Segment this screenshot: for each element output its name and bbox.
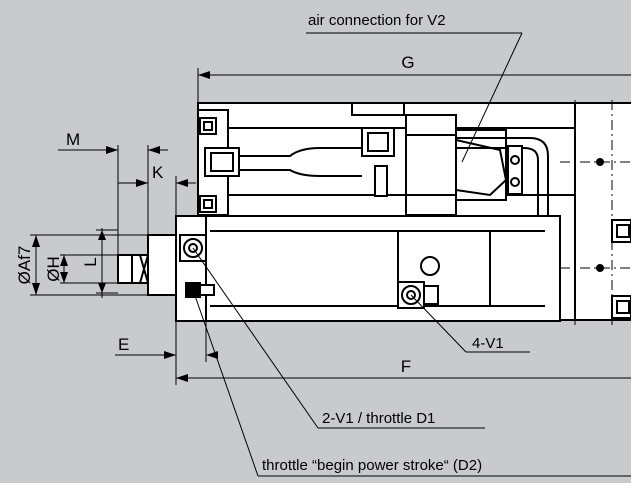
dim-label-a: ØAf7 (15, 246, 34, 285)
callout-2-v1-throttle-d1: 2-V1 / throttle D1 (322, 410, 435, 427)
dim-label-l: L (81, 257, 100, 266)
dimension-arrows (32, 71, 218, 382)
cylinder-body (175, 215, 561, 322)
housing-dots (596, 158, 604, 272)
callout-throttle-d2: throttle “begin power stroke“ (D2) (262, 457, 482, 474)
right-ports (611, 219, 631, 319)
dim-label-h: ØH (44, 256, 63, 282)
dim-label-e: E (118, 335, 129, 354)
dim-label-m: M (66, 130, 80, 149)
valve-block (405, 114, 508, 216)
port-d2 (185, 282, 215, 298)
callout-air-connection-v2: air connection for V2 (308, 12, 446, 29)
upper-screws (199, 117, 217, 213)
dim-label-f: F (401, 357, 411, 376)
linkage-rod (204, 127, 395, 197)
dim-label-k: K (152, 163, 164, 182)
callout-4-v1: 4-V1 (472, 335, 504, 352)
dim-label-g: G (401, 53, 414, 72)
piston-rod (117, 234, 177, 296)
tube-fittings (507, 145, 523, 195)
leader-lines (192, 32, 631, 477)
